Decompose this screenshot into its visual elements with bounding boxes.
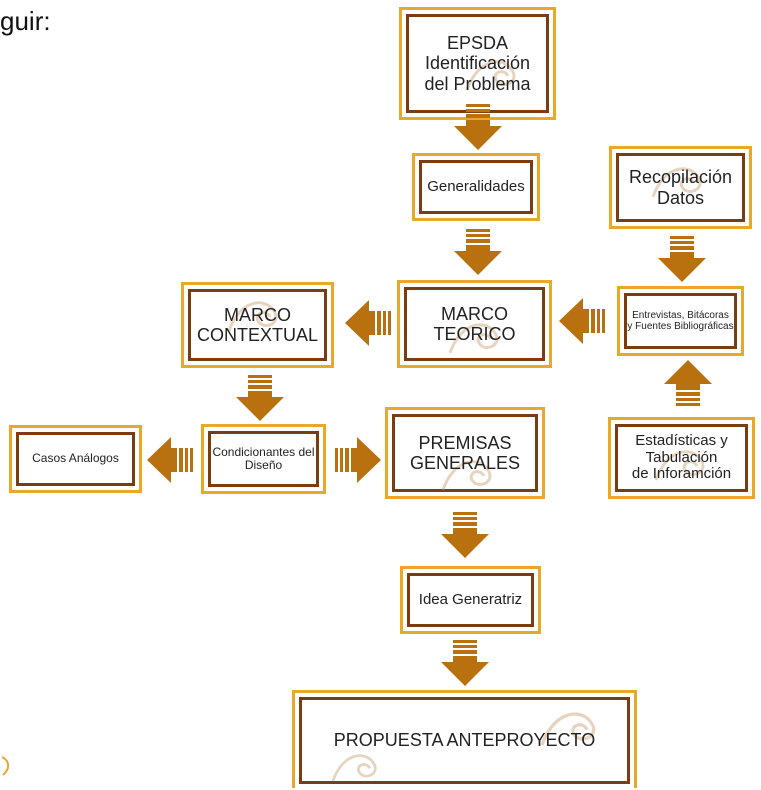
ornament-swirl-icon (540, 712, 596, 746)
node-label: Condicionantes del Diseño (212, 444, 315, 472)
ornament-swirl-icon (651, 167, 702, 198)
node-label: Recopilación Datos (628, 167, 733, 208)
ornament-swirl-icon (465, 60, 516, 91)
ornament-swirl-icon (654, 450, 705, 481)
node-condicionantes: Condicionantes del Diseño (201, 424, 326, 494)
node-label: Idea Generatriz (418, 590, 523, 608)
node-label: Estadísticas y Tabulación de Inforamción (631, 431, 732, 483)
node-casos-analogos: Casos Análogos (9, 425, 142, 493)
node-premisas: PREMISAS GENERALES (385, 407, 545, 499)
arrow-left-icon (345, 300, 393, 346)
node-recopilacion: Recopilación Datos (609, 146, 752, 229)
node-marco-contextual: MARCO CONTEXTUAL (181, 282, 334, 368)
node-marco-teorico: MARCO TEORICO (397, 280, 552, 368)
node-label: Casos Análogos (32, 451, 119, 466)
arrow-down-icon (454, 104, 502, 150)
arrow-up-icon (664, 360, 712, 408)
arrow-down-icon (658, 236, 706, 282)
node-label: MARCO TEORICO (433, 303, 516, 344)
node-label: PREMISAS GENERALES (409, 432, 521, 473)
arrow-down-icon (454, 229, 502, 275)
ornament-swirl-icon (227, 301, 278, 332)
node-label: EPSDA Identificación del Problema (424, 33, 531, 94)
arrow-left-icon (559, 298, 607, 344)
node-label: PROPUESTA ANTEPROYECTO (333, 730, 596, 751)
node-label: MARCO CONTEXTUAL (196, 304, 319, 345)
node-entrevistas: Entrevistas, Bitácoras y Fuentes Bibliog… (617, 286, 744, 356)
arrow-down-icon (441, 640, 489, 686)
arrow-left-icon (147, 437, 195, 483)
ornament-swirl-icon (1, 756, 10, 776)
ornament-swirl-icon (448, 323, 499, 354)
node-label: Entrevistas, Bitácoras y Fuentes Bibliog… (627, 309, 734, 332)
node-estadisticas: Estadísticas y Tabulación de Inforamción (608, 417, 755, 499)
node-label: Generalidades (427, 177, 525, 195)
arrow-right-icon (333, 437, 381, 483)
preceding-text-fragment: guir: (0, 6, 51, 36)
arrow-down-icon (236, 375, 284, 421)
node-generalidades: Generalidades (412, 153, 540, 221)
node-propuesta: PROPUESTA ANTEPROYECTO (292, 690, 637, 788)
ornament-swirl-icon (331, 754, 377, 782)
node-idea-generatriz: Idea Generatriz (400, 566, 541, 634)
ornament-swirl-icon (441, 460, 492, 491)
arrow-down-icon (441, 512, 489, 558)
